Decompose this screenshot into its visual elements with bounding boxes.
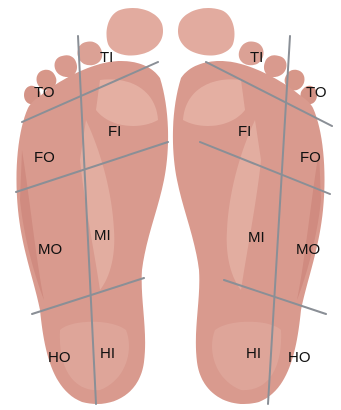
right-foot-label-FO: FO [300,149,321,166]
left-foot-label-MI: MI [94,227,111,244]
left-foot-label-FI: FI [108,123,121,140]
right-foot-label-MO: MO [296,241,320,258]
right-foot-label-MI: MI [248,229,265,246]
right-foot-label-TO: TO [306,84,327,101]
left-foot-label-HO: HO [48,349,71,366]
left-foot-label-TI: TI [100,49,113,66]
left-foot-label-TO: TO [34,84,55,101]
right-foot-label-HI: HI [246,345,261,362]
left-foot-toe-3 [55,55,78,77]
right-foot: TI TO FI FO MI MO HI HO [173,8,332,404]
right-foot-label-HO: HO [288,349,311,366]
left-foot-label-FO: FO [34,149,55,166]
right-foot-toe-3 [264,55,287,77]
left-foot-big-toe [107,8,164,56]
left-foot: TI TO FI FO MI MO HI HO [16,8,168,404]
left-foot-label-MO: MO [38,241,62,258]
left-foot-toe-2 [77,41,102,65]
left-foot-label-HI: HI [100,345,115,362]
right-foot-label-TI: TI [250,49,263,66]
right-foot-big-toe [178,8,235,56]
right-foot-label-FI: FI [238,123,251,140]
